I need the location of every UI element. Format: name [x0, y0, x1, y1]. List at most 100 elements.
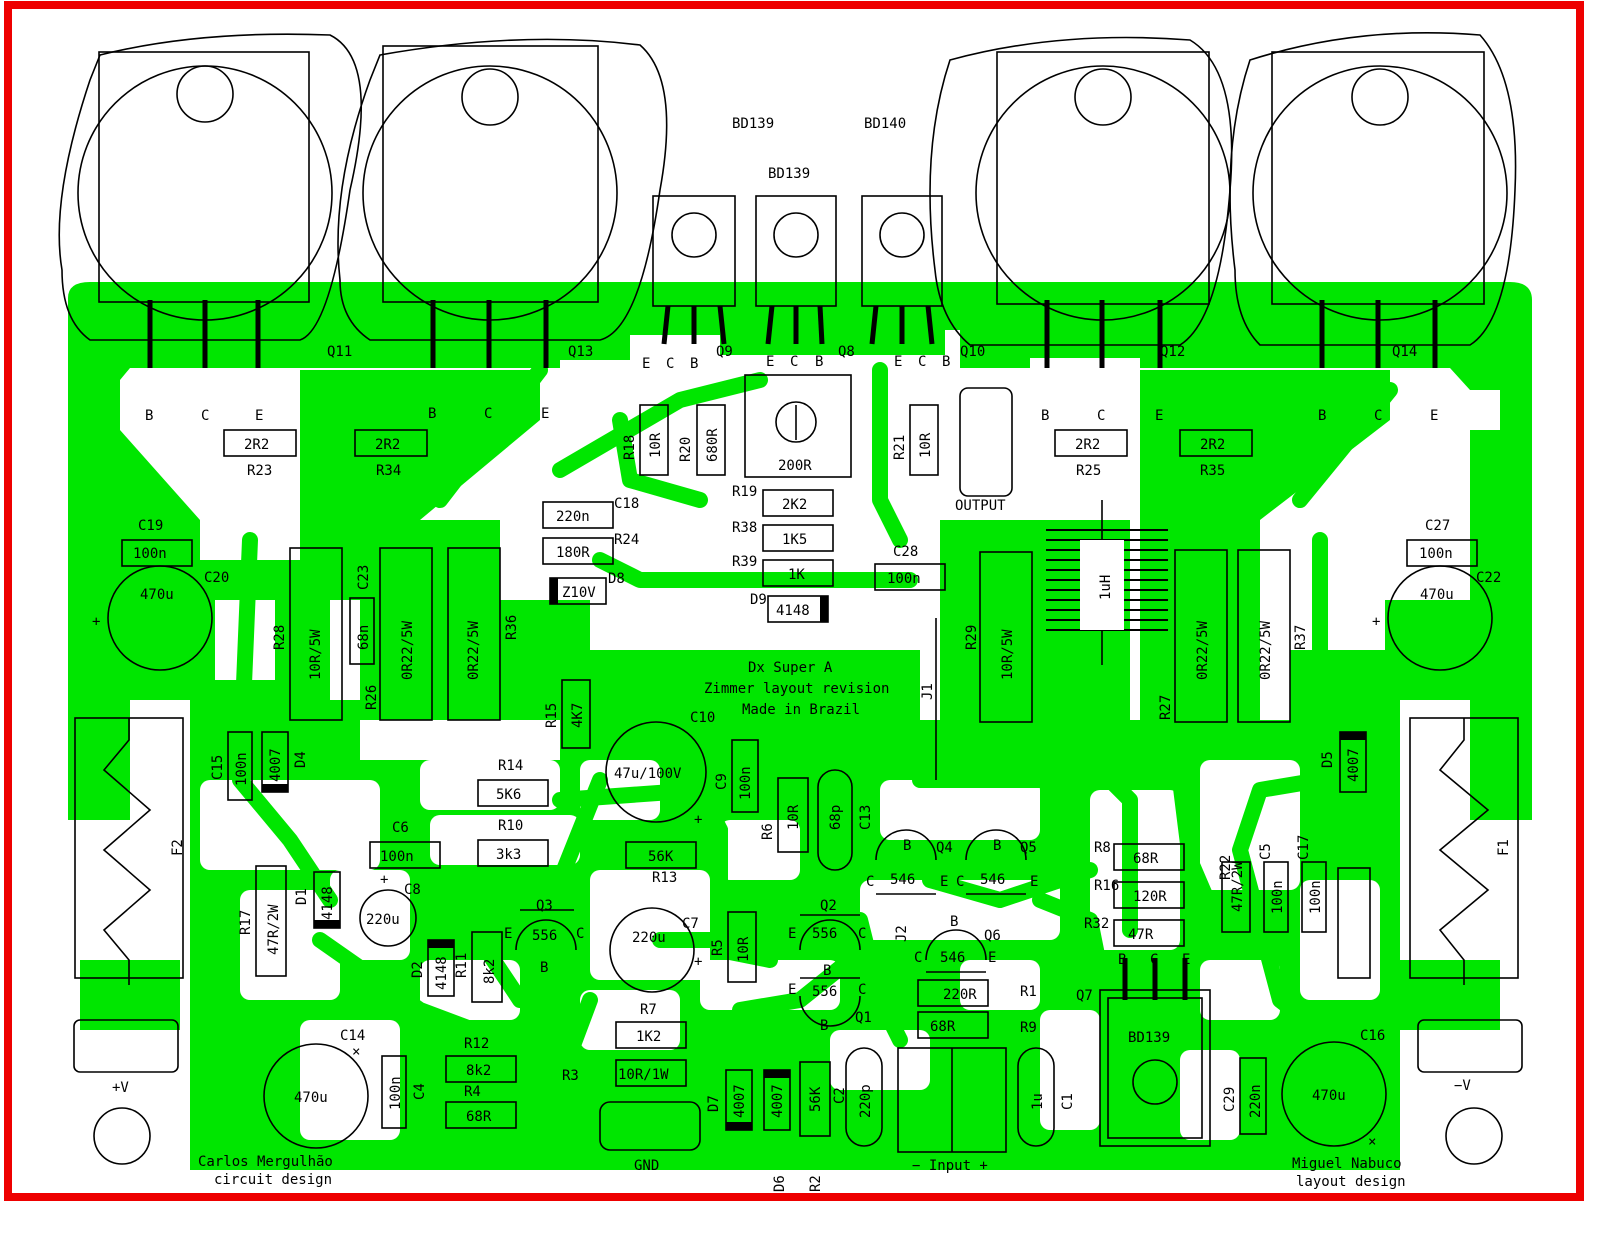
svg-text:E: E — [1430, 408, 1438, 424]
svg-text:100n: 100n — [738, 766, 754, 800]
svg-text:C: C — [1097, 408, 1105, 424]
svg-text:B: B — [145, 408, 153, 424]
svg-text:R25: R25 — [1076, 463, 1101, 479]
svg-text:1K2: 1K2 — [636, 1029, 661, 1045]
svg-text:R6: R6 — [760, 823, 776, 840]
svg-text:R21: R21 — [892, 435, 908, 460]
svg-text:8k2: 8k2 — [482, 959, 498, 984]
svg-text:Q8: Q8 — [838, 344, 855, 360]
svg-text:Q1: Q1 — [855, 1010, 872, 1026]
svg-text:×: × — [1368, 1134, 1376, 1150]
svg-text:470u: 470u — [1312, 1088, 1346, 1104]
power-transistor-q12: Q12 B C E — [929, 36, 1233, 424]
svg-text:C5: C5 — [1258, 843, 1274, 860]
svg-text:BD139: BD139 — [768, 166, 810, 182]
trimmer-200r[interactable]: 200R — [744, 374, 852, 478]
svg-text:OUTPUT: OUTPUT — [955, 498, 1006, 514]
svg-text:E: E — [894, 354, 902, 370]
svg-text:B: B — [690, 356, 698, 372]
svg-text:200R: 200R — [778, 458, 812, 474]
svg-text:5K6: 5K6 — [496, 787, 521, 803]
svg-text:E: E — [788, 982, 796, 998]
svg-text:C: C — [1374, 408, 1382, 424]
svg-text:R26: R26 — [364, 685, 380, 710]
resistor-r13: 10R R6 — [760, 777, 809, 853]
svg-text:C15: C15 — [210, 755, 226, 780]
resistor-r26: 0R22/5W R26 — [364, 547, 433, 721]
svg-text:100n: 100n — [380, 849, 414, 865]
svg-text:R36: R36 — [504, 615, 520, 640]
input-connector[interactable]: − Input + — [897, 1047, 1007, 1174]
svg-text:R35: R35 — [1200, 463, 1225, 479]
svg-text:220R: 220R — [943, 987, 977, 1003]
board-info: Dx Super A Zimmer layout revision Made i… — [704, 660, 889, 718]
svg-text:10R/1W: 10R/1W — [618, 1067, 669, 1083]
capacitor-c15: 100n C15 — [210, 731, 253, 801]
svg-text:56K: 56K — [808, 1086, 824, 1112]
svg-text:B: B — [1118, 952, 1126, 968]
svg-text:0R22/5W: 0R22/5W — [400, 620, 416, 680]
svg-text:100n: 100n — [133, 546, 167, 562]
svg-text:546: 546 — [940, 950, 965, 966]
svg-text:C22: C22 — [1476, 570, 1501, 586]
svg-text:R28: R28 — [272, 625, 288, 650]
board-title: Dx Super A — [748, 660, 833, 676]
svg-text:10R: 10R — [786, 804, 802, 830]
svg-text:C27: C27 — [1425, 518, 1450, 534]
svg-text:2R2: 2R2 — [244, 437, 269, 453]
svg-text:546: 546 — [890, 872, 915, 888]
svg-text:1K: 1K — [788, 567, 805, 583]
svg-text:R10: R10 — [498, 818, 523, 834]
svg-text:D8: D8 — [608, 571, 625, 587]
svg-text:Q2: Q2 — [820, 898, 837, 914]
svg-text:Miguel Nabuco: Miguel Nabuco — [1292, 1156, 1402, 1172]
svg-text:R5: R5 — [710, 939, 726, 956]
svg-text:E: E — [255, 408, 263, 424]
svg-text:B: B — [820, 1018, 828, 1034]
svg-text:220u: 220u — [366, 912, 400, 928]
svg-text:D7: D7 — [706, 1095, 722, 1112]
svg-text:E: E — [988, 950, 996, 966]
vneg-connector[interactable]: −V — [1417, 1019, 1523, 1094]
svg-text:100n: 100n — [388, 1076, 404, 1110]
output-connector[interactable]: OUTPUT — [955, 387, 1013, 514]
svg-text:100n: 100n — [1419, 546, 1453, 562]
gnd-connector[interactable]: GND — [599, 1101, 701, 1174]
board-origin: Made in Brazil — [742, 702, 860, 718]
svg-text:D4: D4 — [293, 751, 309, 768]
svg-text:100n: 100n — [234, 752, 250, 786]
vpos-connector[interactable]: +V — [73, 1019, 179, 1096]
svg-text:B: B — [903, 838, 911, 854]
svg-text:220n: 220n — [556, 509, 590, 525]
svg-text:B: B — [540, 960, 548, 976]
svg-text:R37: R37 — [1293, 625, 1309, 650]
svg-text:C: C — [956, 874, 964, 890]
svg-text:D1: D1 — [294, 888, 310, 905]
svg-text:2K2: 2K2 — [782, 497, 807, 513]
svg-text:R19: R19 — [732, 484, 757, 500]
svg-text:R16: R16 — [1094, 878, 1119, 894]
svg-text:C18: C18 — [614, 496, 639, 512]
svg-text:C23: C23 — [356, 565, 372, 590]
svg-text:2R2: 2R2 — [375, 437, 400, 453]
